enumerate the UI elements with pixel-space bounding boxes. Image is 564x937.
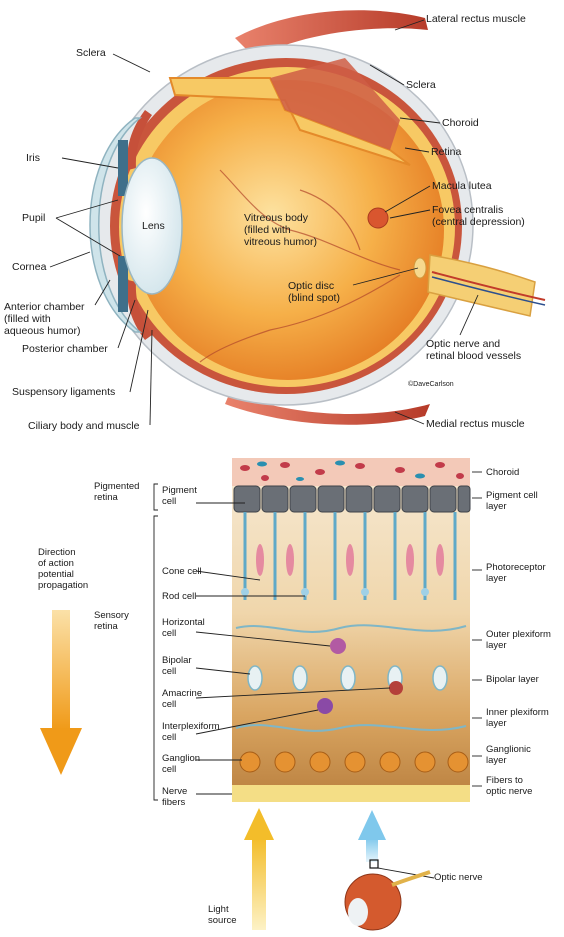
lens-label: Lens	[142, 220, 165, 232]
retina-label: Retina	[431, 146, 461, 158]
amacrine-cell	[389, 681, 403, 695]
vitreous-body-label: Vitreous body (filled with vitreous humo…	[244, 212, 317, 248]
bipolar-layer-label: Bipolar layer	[486, 674, 539, 685]
macula-lutea	[368, 208, 388, 228]
optic-nerve-label: Optic nerve	[434, 872, 483, 883]
choroid-label: Choroid	[442, 117, 479, 129]
fovea-centralis-label: Fovea centralis (central depression)	[432, 204, 525, 228]
cornea-label: Cornea	[12, 261, 46, 273]
sclera-right-label: Sclera	[406, 79, 436, 91]
cone-cell-label: Cone cell	[162, 566, 202, 577]
choroid-layer-label: Choroid	[486, 467, 519, 478]
amacrine-cell-label: Amacrine cell	[162, 688, 202, 710]
ganglionic-layer-label: Ganglionic layer	[486, 744, 531, 766]
pigment-cell-label: Pigment cell	[162, 485, 197, 507]
choroid-strip	[232, 458, 470, 486]
horizontal-cell-label: Horizontal cell	[162, 617, 205, 639]
bipolar-cell-label: Bipolar cell	[162, 655, 192, 677]
lateral-rectus-label: Lateral rectus muscle	[426, 13, 526, 25]
outer-plexiform-layer-label: Outer plexiform layer	[486, 629, 551, 651]
sensory-retina-label: Sensory retina	[94, 610, 129, 632]
optic-nerve-vessels-label: Optic nerve and retinal blood vessels	[426, 338, 521, 362]
direction-label: Direction of action potential propagatio…	[38, 547, 88, 591]
medial-rectus-label: Medial rectus muscle	[426, 418, 525, 430]
blue-light-arrow-icon	[358, 810, 386, 862]
light-source-label: Light source	[208, 904, 237, 926]
nerve-fibers-label: Nerve fibers	[162, 786, 187, 808]
direction-arrow-icon	[40, 610, 82, 775]
nerve-fibers-strip	[232, 785, 470, 802]
credit-text: ©DaveCarlson	[408, 379, 454, 391]
suspensory-ligaments-label: Suspensory ligaments	[12, 386, 115, 398]
ganglion-cell-label: Ganglion cell	[162, 753, 200, 775]
ciliary-body-label: Ciliary body and muscle	[28, 420, 139, 432]
sclera-left-label: Sclera	[76, 47, 106, 59]
rod-cell-label: Rod cell	[162, 591, 196, 602]
macula-lutea-label: Macula lutea	[432, 180, 492, 192]
optic-disc	[414, 258, 426, 278]
interplexiform-cell-label: Interplexiform cell	[162, 721, 220, 743]
posterior-chamber-label: Posterior chamber	[22, 343, 108, 355]
anterior-chamber-label: Anterior chamber (filled with aqueous hu…	[4, 301, 85, 337]
interplexiform-cell	[317, 698, 333, 714]
inner-plexiform-layer-label: Inner plexiform layer	[486, 707, 549, 729]
fibers-to-optic-nerve-label: Fibers to optic nerve	[486, 775, 532, 797]
retina-layers-panel	[232, 458, 470, 802]
optic-disc-label: Optic disc (blind spot)	[288, 280, 340, 304]
pupil-label: Pupil	[22, 212, 45, 224]
horizontal-cell	[330, 638, 346, 654]
pigment-cell-layer-label: Pigment cell layer	[486, 490, 538, 512]
pigmented-retina-label: Pigmented retina	[94, 481, 139, 503]
small-eyeball-icon	[345, 860, 430, 930]
iris-label: Iris	[26, 152, 40, 164]
light-source-arrow-icon	[244, 808, 274, 930]
photoreceptor-layer-label: Photoreceptor layer	[486, 562, 546, 584]
